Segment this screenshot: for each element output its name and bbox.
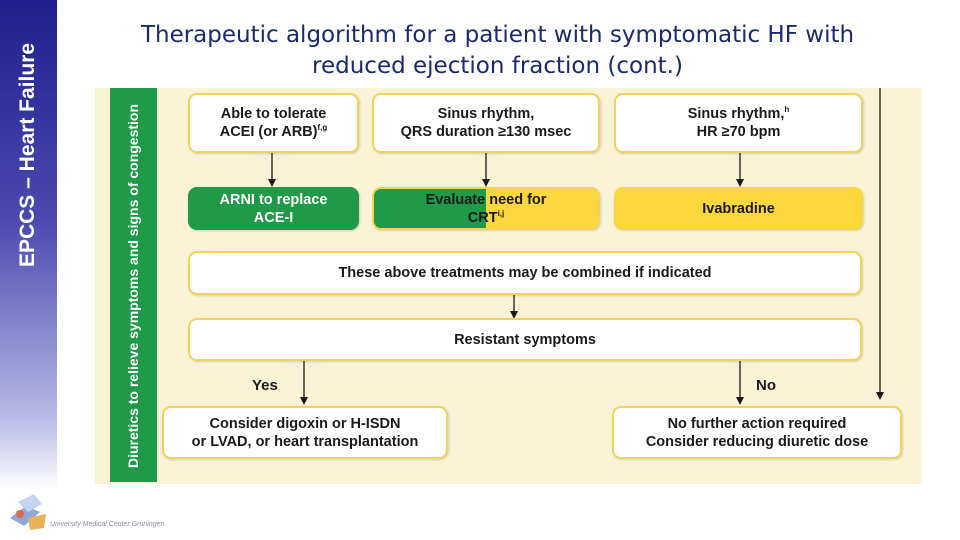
box-ivabradine: Ivabradine — [614, 187, 863, 230]
umcg-logo-icon — [10, 494, 46, 530]
box-digoxin: Consider digoxin or H-ISDN or LVAD, or h… — [162, 406, 448, 459]
slide-title: Therapeutic algorithm for a patient with… — [140, 22, 855, 79]
diuretics-bar — [110, 88, 157, 482]
label-yes: Yes — [252, 377, 278, 394]
box-resistant: Resistant symptoms — [188, 318, 862, 361]
box-arni: ARNI to replace ACE-I — [188, 187, 359, 230]
label-no: No — [756, 377, 776, 394]
sidebar-band: EPCCS – Heart Failure — [0, 0, 57, 490]
box-no-action: No further action required Consider redu… — [612, 406, 902, 459]
box-acei-tolerance: Able to tolerate ACEI (or ARB)f,g — [188, 93, 359, 153]
box-combined: These above treatments may be combined i… — [188, 251, 862, 295]
logo-text: University Medical Center Groningen — [50, 521, 165, 528]
box-sinus-qrs: Sinus rhythm, QRS duration ≥130 msec — [372, 93, 600, 153]
